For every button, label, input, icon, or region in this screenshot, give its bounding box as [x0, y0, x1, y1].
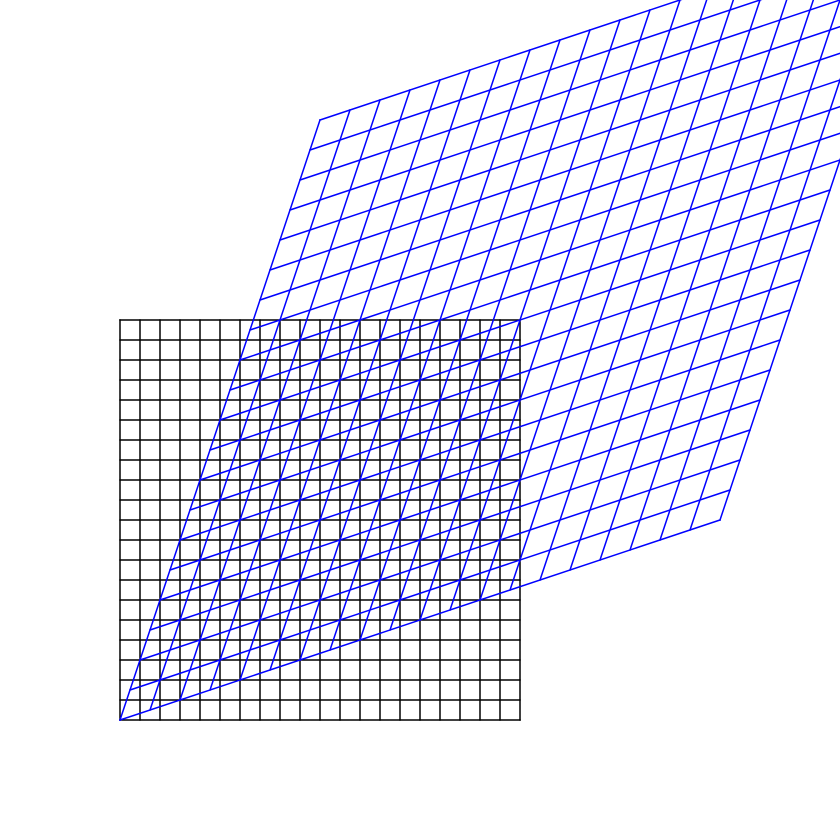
transformed-grid [119, 0, 840, 721]
transformed-grid-line-v [239, 159, 840, 361]
transformed-grid-line-u [659, 0, 840, 541]
transformed-grid-line-u [719, 157, 840, 521]
transformed-grid-line-v [269, 79, 840, 271]
transformed-grid-line-v [279, 52, 840, 241]
transformed-grid-line-v [299, 0, 840, 181]
transformed-grid-line-u [509, 0, 708, 591]
transformed-grid-line-v [219, 219, 821, 421]
transformed-grid-line-v [229, 189, 831, 391]
transformed-grid-line-v [309, 0, 763, 151]
transformed-grid-line-u [539, 0, 735, 581]
transformed-grid-line-u [599, 0, 788, 561]
transformed-grid-line-u [689, 77, 840, 531]
transformed-grid-line-u [629, 0, 815, 551]
transformed-grid-line-u [449, 9, 651, 611]
transformed-grid-line-v [319, 0, 683, 121]
transformed-grid-line-v [249, 132, 840, 331]
transformed-grid-line-u [569, 0, 761, 571]
transformed-grid-line-v [289, 25, 840, 211]
transformed-grid-line-u [479, 0, 681, 601]
transformed-grid-line-v [259, 105, 840, 301]
